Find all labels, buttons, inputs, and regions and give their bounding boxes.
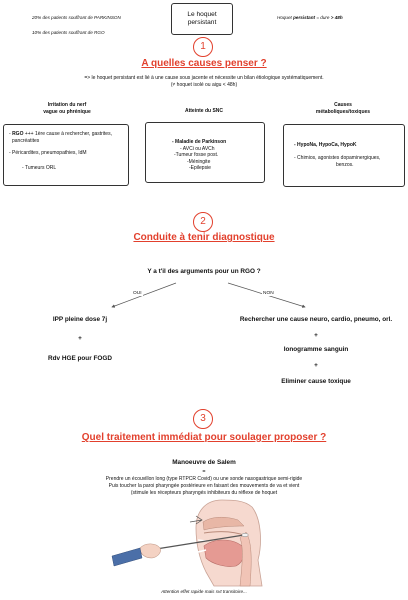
hand	[139, 543, 161, 559]
cause-item-pericardites: - Péricardites, pneumopathies, IdM	[9, 150, 87, 156]
cause-item-tumeur: -Tumeur fosse post.	[174, 152, 219, 158]
step-toxique: Eliminer cause toxique	[281, 378, 351, 385]
definition-bold: persistant	[293, 15, 316, 20]
cause-box-metabolic: - HypoNa, HypoCa, HypoK - Chimios, agoni…	[283, 124, 405, 187]
cause-item-pancreatites: pancréatites	[12, 137, 40, 144]
cause-item-meningite: -Méningite	[187, 158, 211, 165]
section-2-number: 2	[193, 212, 213, 232]
motion-arrow	[189, 515, 203, 525]
definition-prefix: Hoquet	[277, 15, 294, 20]
definition-duration: > 48h	[330, 15, 343, 20]
step-search-cause: Rechercher une cause neuro, cardio, pneu…	[239, 316, 393, 323]
title-line1: Le hoquet	[187, 11, 217, 18]
rgo-bold: RGO	[12, 131, 24, 137]
cause-item-rgo: - RGO +++ 1ère cause à rechercher, gastr…	[9, 131, 112, 137]
footer-note: Attention effet rapide mais svt transito…	[161, 589, 247, 594]
stat-parkinson: 20% des patients souffrant de PARKINSON	[32, 15, 121, 20]
section-3-title: Quel traitement immédiat pour soulager p…	[81, 432, 327, 443]
section-1-number: 1	[193, 37, 213, 57]
step-fogd: Rdv HGE pour FOGD	[48, 355, 112, 362]
cause-item-hypo: - HypoNa, HypoCa, HypoK	[294, 142, 357, 148]
section-2-title: Conduite à tenir diagnostique	[133, 232, 275, 243]
cause-box-snc: - Maladie de Parkinson - AVCi ou AVCh -T…	[145, 122, 265, 183]
right-plus-2: +	[314, 362, 318, 369]
maneuver-desc-line1: Prendre un écouvillon long (type RTPCR C…	[105, 476, 303, 482]
cause-item-orl: - Tumeurs ORL	[22, 165, 57, 171]
section-1-title: A quelles causes penser ?	[141, 58, 267, 69]
title-line2: persistant	[187, 19, 217, 26]
step-ipp: IPP pleine dose 7j	[52, 316, 108, 323]
maneuver-equals: =	[202, 469, 206, 475]
section-1-intro-line1: => le hoquet persistant est lié à une ca…	[84, 75, 324, 81]
right-plus-1: +	[314, 332, 318, 339]
label-non: NON	[262, 291, 275, 296]
step-ionogramme: Ionogramme sanguin	[283, 346, 349, 353]
maneuver-name: Manoeuvre de Salem	[172, 459, 236, 466]
section-3-number: 3	[193, 409, 213, 429]
cause-col1-heading-line2: vague ou phrénique	[43, 109, 91, 115]
swab-stick	[149, 534, 245, 551]
cause-item-epilepsie: -Epilepsie	[189, 165, 211, 171]
definition-middle: = dure	[315, 15, 331, 20]
section-1-intro-line2: (≠ hoquet isolé ou aigu < 48h)	[170, 82, 238, 88]
rgo-question: Y a t'il des arguments pour un RGO ?	[147, 268, 261, 275]
label-oui: OUI	[132, 291, 143, 296]
sleeve	[111, 547, 143, 567]
cause-item-avc: - AVCi ou AVCh	[180, 145, 215, 152]
cause-col3-heading-line2: métaboliques/toxiques	[315, 109, 371, 115]
cause-item-benzos: benzos.	[336, 162, 354, 168]
cause-col3-heading-line1: Causes	[334, 102, 352, 108]
cause-item-chimios: - Chimios, agonistes dopaminergiques,	[294, 155, 381, 161]
maneuver-desc-line2: Puis toucher la paroi pharyngée postérie…	[108, 483, 300, 489]
swab-tip	[241, 532, 249, 538]
maneuver-desc-line3: (stimule les récepteurs pharyngés inhibi…	[130, 490, 278, 496]
cause-col1-heading-line1: Irritation du nerf	[47, 102, 87, 108]
cause-col2-heading: Atteinte du SNC	[184, 108, 224, 114]
definition: Hoquet persistant = dure > 48h	[277, 15, 343, 21]
left-plus: +	[78, 335, 82, 342]
cause-box-nerve: - RGO +++ 1ère cause à rechercher, gastr…	[3, 124, 129, 186]
title-box: Le hoquet persistant	[171, 3, 233, 35]
arrow-oui	[111, 282, 177, 308]
stat-rgo: 10% des patients souffrant de RGO	[32, 30, 105, 35]
cause-item-parkinson: - Maladie de Parkinson	[172, 139, 227, 145]
